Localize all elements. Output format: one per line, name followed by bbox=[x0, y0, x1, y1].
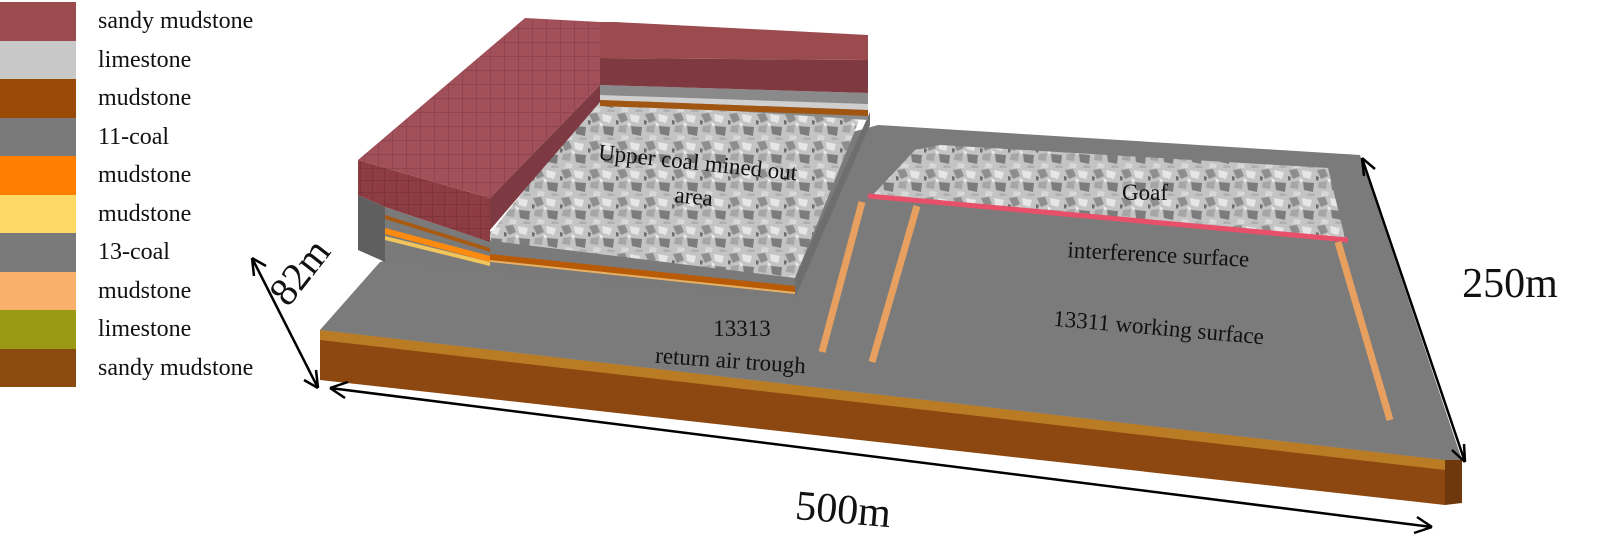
legend-item: mudstone bbox=[0, 156, 300, 195]
legend: sandy mudstone limestone mudstone 11-coa… bbox=[0, 2, 300, 387]
legend-item: mudstone bbox=[0, 271, 300, 310]
legend-swatch bbox=[0, 348, 76, 387]
legend-item: sandy mudstone bbox=[0, 2, 300, 41]
legend-label: sandy mudstone bbox=[98, 354, 254, 381]
legend-item: limestone bbox=[0, 310, 300, 349]
base-side-face bbox=[1445, 460, 1462, 505]
base-front-band bbox=[320, 330, 1445, 470]
pit-back-band bbox=[600, 95, 868, 110]
legend-label: limestone bbox=[98, 316, 192, 342]
legend-swatch bbox=[0, 271, 76, 310]
base-front-face bbox=[320, 330, 1445, 505]
dimension-500m bbox=[329, 380, 1433, 535]
legend-item: mudstone bbox=[0, 194, 300, 233]
dimension-arrow-82m bbox=[250, 257, 320, 389]
goaf-label: Goaf bbox=[1122, 180, 1168, 205]
dimension-82m-label: 82m bbox=[260, 230, 339, 314]
arrowhead bbox=[1451, 443, 1467, 463]
interference-line bbox=[867, 193, 1349, 243]
upper-mined-area bbox=[485, 95, 860, 278]
dimension-82m bbox=[250, 256, 320, 390]
pit-back-band bbox=[600, 100, 868, 116]
upper-area-label-2: area bbox=[673, 182, 714, 211]
legend-swatch bbox=[0, 40, 76, 79]
legend-item: mudstone bbox=[0, 79, 300, 118]
pit-front-band bbox=[490, 260, 795, 294]
legend-swatch bbox=[0, 194, 76, 233]
legend-item: 11-coal bbox=[0, 117, 300, 156]
left-block-inner bbox=[490, 85, 600, 230]
legend-swatch bbox=[0, 310, 76, 349]
left-block-strata bbox=[358, 195, 385, 262]
arrowhead bbox=[329, 380, 349, 400]
legend-label: mudstone bbox=[98, 85, 192, 111]
back-block-top bbox=[600, 22, 868, 60]
strata-face bbox=[385, 228, 490, 262]
legend-label: 11-coal bbox=[98, 123, 170, 150]
pit-front-band bbox=[490, 254, 795, 292]
dimension-500m-label: 500m bbox=[793, 483, 893, 537]
dimension-250m bbox=[1360, 157, 1467, 463]
dimension-arrow-500m bbox=[329, 386, 1433, 529]
upper-block bbox=[358, 18, 870, 298]
arrowhead bbox=[1413, 515, 1433, 535]
arrowhead bbox=[1360, 157, 1376, 177]
roadway-right bbox=[1334, 241, 1394, 421]
left-block-front bbox=[358, 160, 490, 242]
dimension-250m-label: 250m bbox=[1462, 261, 1558, 307]
strata-face bbox=[385, 236, 490, 266]
legend-swatch bbox=[0, 233, 76, 272]
roadway-left-2 bbox=[868, 205, 921, 363]
legend-swatch bbox=[0, 156, 76, 195]
roadway-left-1 bbox=[818, 201, 866, 353]
legend-label: limestone bbox=[98, 46, 192, 73]
legend-label: mudstone bbox=[98, 277, 192, 304]
legend-label: sandy mudstone bbox=[98, 8, 254, 34]
goaf-area bbox=[870, 145, 1345, 238]
legend-swatch bbox=[0, 117, 76, 156]
legend-label: mudstone bbox=[98, 200, 192, 227]
pit-right-wall bbox=[795, 112, 870, 298]
arrowhead bbox=[250, 256, 267, 277]
legend-item: limestone bbox=[0, 40, 300, 79]
legend-item: sandy mudstone bbox=[0, 348, 300, 387]
strata-face bbox=[385, 215, 490, 252]
legend-swatch bbox=[0, 79, 76, 118]
back-block-front bbox=[600, 58, 868, 93]
legend-item: 13-coal bbox=[0, 233, 300, 272]
return-air-label: 13313 bbox=[713, 316, 771, 341]
left-block-top bbox=[358, 18, 600, 198]
legend-label: 13-coal bbox=[98, 239, 170, 265]
legend-swatch bbox=[0, 2, 76, 41]
legend-label: mudstone bbox=[98, 162, 192, 188]
dimension-arrow-250m bbox=[1360, 157, 1467, 463]
arrowhead bbox=[303, 369, 320, 390]
